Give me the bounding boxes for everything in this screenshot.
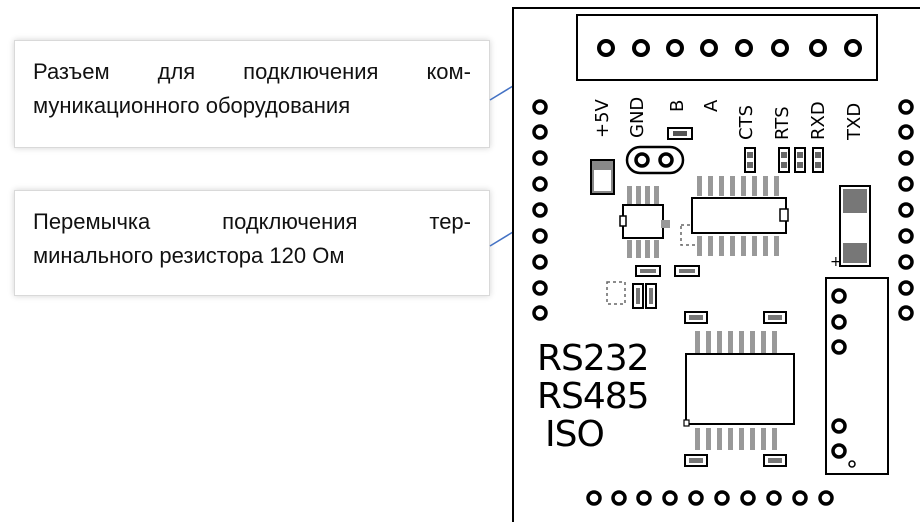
left-pin-column [532,99,548,321]
pin-label-a: A [701,99,722,112]
ic-medium [691,176,789,256]
board-title-rs232: RS232 [537,338,650,379]
ic-large [683,311,795,467]
callout-connector-line1: Разъем для подключения ком- [33,59,471,84]
pin-label-5v: +5V [592,98,613,138]
side-module-pins [831,288,847,459]
pin-label-cts: CTS [736,105,757,140]
pin-label-txd: TXD [844,103,865,141]
callout-jumper-line2: минального резистора 120 Ом [33,243,345,268]
callout-connector: Разъем для подключения ком- муникационно… [14,40,490,148]
bottom-pin-row [586,490,834,506]
tantalum-capacitor: + [830,185,871,270]
board-title-rs485: RS485 [537,376,650,417]
top-connector-pins [597,39,862,57]
side-module [825,277,889,475]
callout-jumper-line1: Перемычка подключения тер- [33,209,471,234]
leader-line-jumper [489,231,514,247]
dnp-part-2 [606,281,626,305]
pin-label-b: B [667,100,688,112]
top-connector [576,14,878,81]
leader-line-connector [489,85,514,101]
signal-led-pads [744,147,824,173]
right-pin-column [898,99,914,321]
callout-jumper: Перемычка подключения тер- минального ре… [14,190,490,296]
callout-connector-line2: муникационного оборудования [33,93,351,118]
pin-label-rts: RTS [772,106,793,140]
terminal-jumper [625,145,685,175]
pin-label-gnd: GND [627,97,648,138]
dnp-part-1 [680,224,700,246]
board-title-iso: ISO [545,414,605,455]
ic-small [619,186,664,258]
polarity-mark: + [830,254,842,270]
pin-label-rxd: RXD [808,101,829,140]
